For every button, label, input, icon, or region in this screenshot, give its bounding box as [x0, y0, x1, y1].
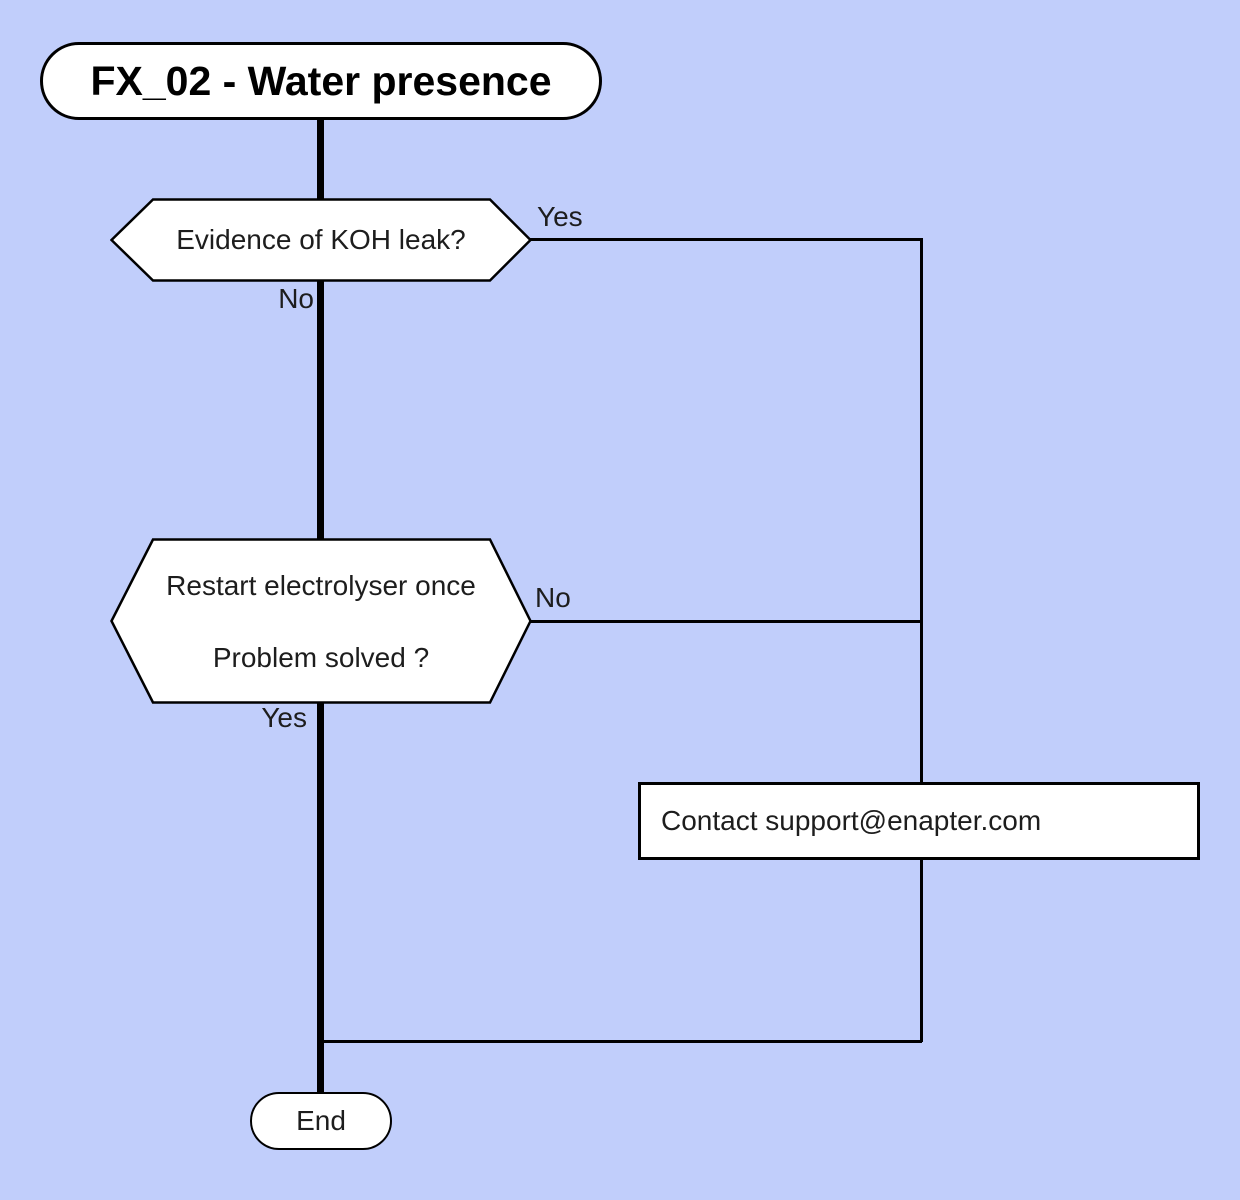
- node-contact-support-label: Contact support@enapter.com: [661, 805, 1042, 836]
- node-start-label: FX_02 - Water presence: [90, 57, 552, 104]
- edge-label-restart-yes: Yes: [261, 702, 307, 733]
- node-start: FX_02 - Water presence: [40, 42, 602, 120]
- edge-restart-no-line: [530, 620, 921, 623]
- edge-label-koh-leak-yes: Yes: [537, 201, 583, 232]
- edge-koh-leak-yes-line: [529, 238, 922, 241]
- edge-label-koh-leak-no: No: [278, 283, 314, 314]
- edge-label-restart-no: No: [535, 582, 571, 613]
- edge-return-line: [319, 1040, 922, 1043]
- node-end: End: [250, 1092, 392, 1150]
- edge-right-vertical-line: [920, 238, 923, 1042]
- node-end-label: End: [296, 1105, 346, 1136]
- node-contact-support: Contact support@enapter.com: [638, 782, 1200, 860]
- main-flow-line: [317, 118, 324, 1094]
